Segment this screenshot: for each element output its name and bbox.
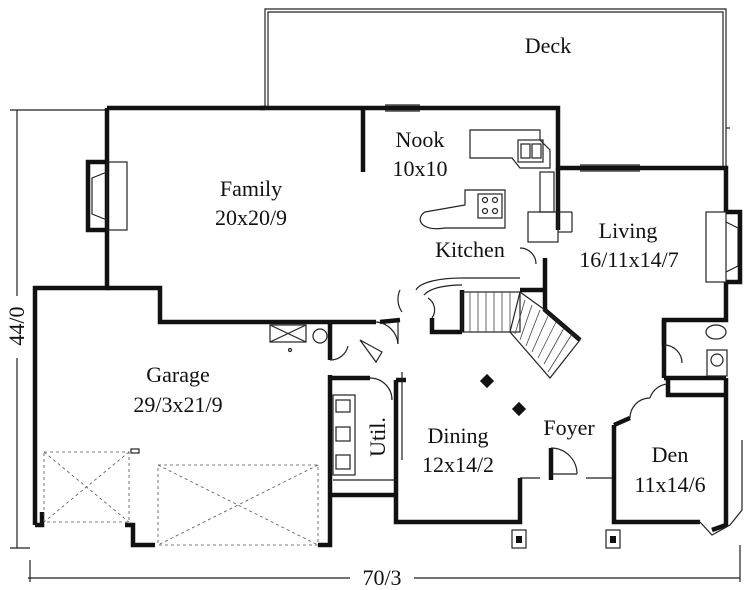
room-name-deck: Deck	[525, 33, 571, 58]
room-size-dining: 12x14/2	[422, 452, 494, 477]
deck-outline	[264, 8, 730, 168]
overall-width-label: 70/3	[362, 565, 401, 590]
room-name-kitchen: Kitchen	[435, 237, 505, 262]
den-bay	[699, 440, 743, 536]
windows	[385, 104, 640, 479]
garage-details	[43, 324, 328, 546]
fireplaces	[91, 161, 739, 283]
room-size-family: 20x20/9	[215, 205, 287, 230]
util-appliances	[332, 394, 396, 481]
room-name-dining: Dining	[427, 423, 488, 448]
room-labels: Deck Nook 10x10 Family 20x20/9 Kitchen L…	[133, 33, 705, 497]
room-name-foyer: Foyer	[543, 415, 595, 440]
room-name-den: Den	[652, 442, 689, 467]
dimension-labels: 44/0 70/3	[2, 296, 414, 590]
room-size-living: 16/11x14/7	[579, 247, 678, 272]
dimension-lines	[10, 109, 741, 582]
staircase	[461, 290, 581, 379]
room-name-family: Family	[220, 176, 282, 201]
room-size-den: 11x14/6	[634, 472, 705, 497]
bath-fixtures	[705, 324, 728, 377]
room-size-garage: 29/3x21/9	[133, 392, 222, 417]
room-size-nook: 10x10	[393, 156, 448, 181]
kitchen-fixtures	[415, 129, 573, 296]
room-name-util: Util.	[365, 417, 390, 457]
room-name-living: Living	[599, 218, 658, 243]
room-name-nook: Nook	[396, 127, 445, 152]
doors	[329, 247, 683, 475]
overall-depth-label: 44/0	[4, 306, 29, 345]
columns	[479, 373, 621, 549]
room-name-garage: Garage	[146, 362, 210, 387]
